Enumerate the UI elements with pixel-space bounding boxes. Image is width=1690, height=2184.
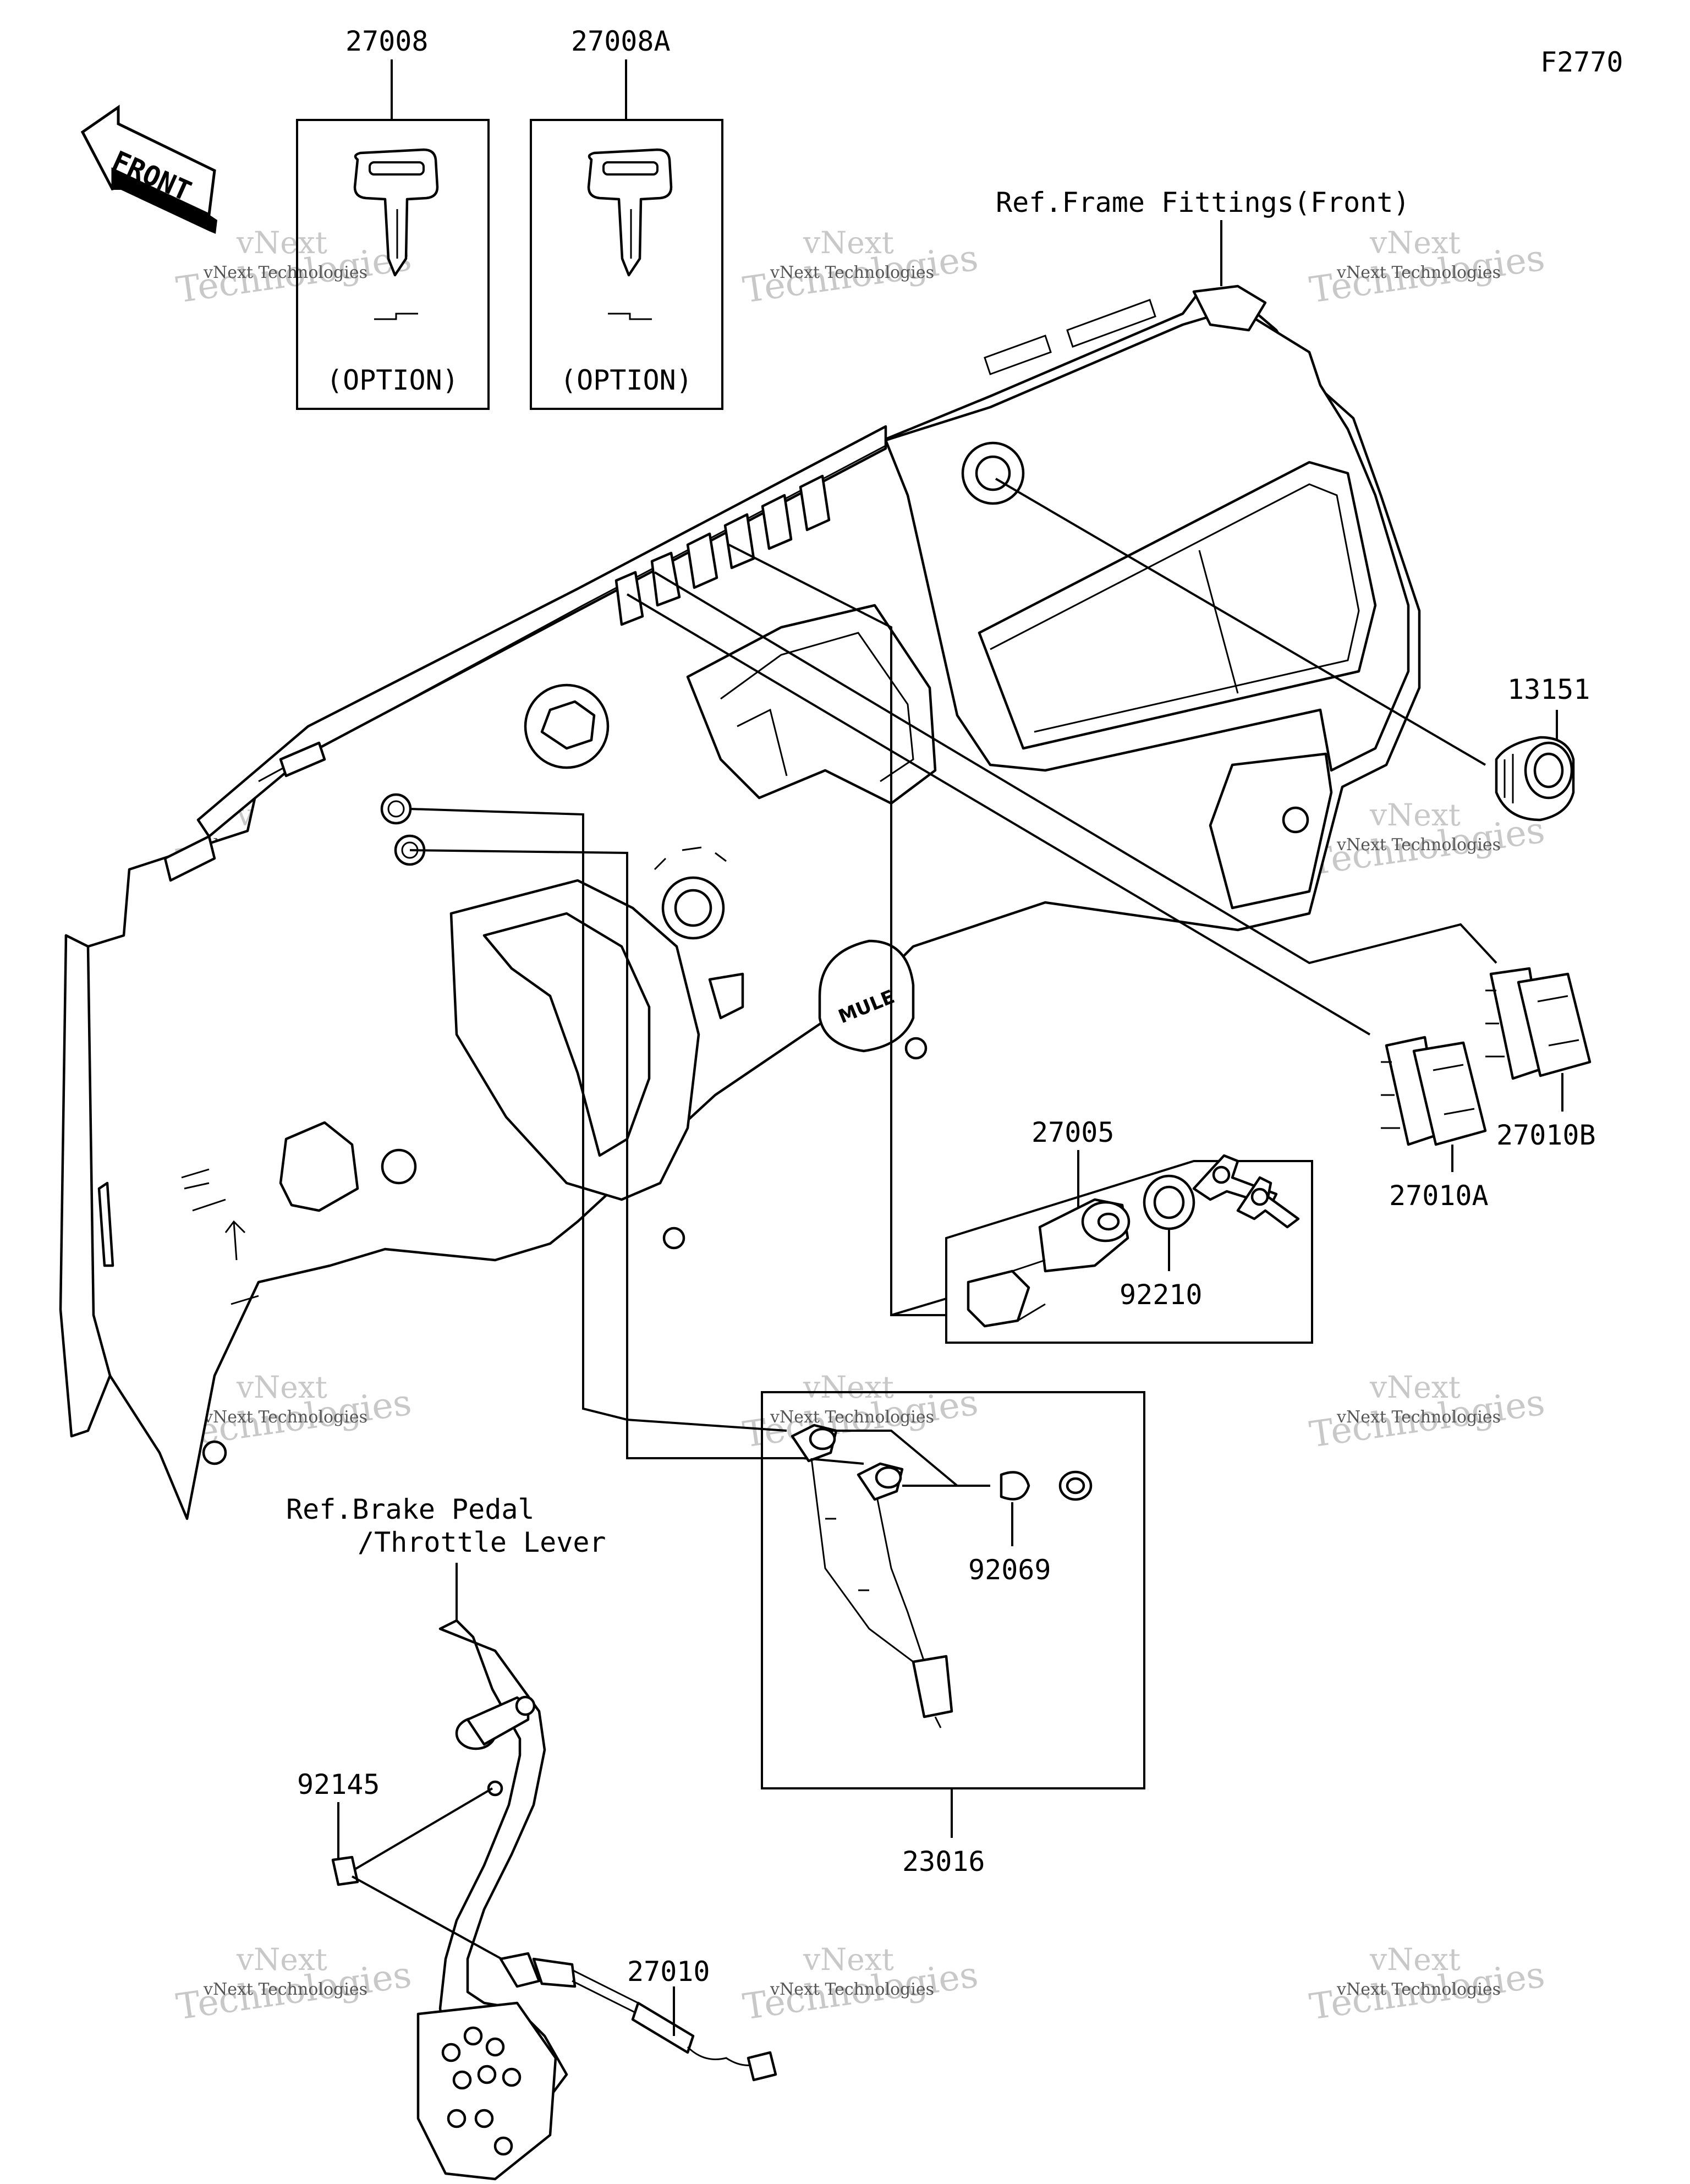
grommet-icon <box>1058 1470 1093 1501</box>
svg-text:vNext Technologies: vNext Technologies <box>1336 835 1501 855</box>
pedal-switch-icon <box>499 1952 777 2082</box>
ref-throttle-lever: /Throttle Lever <box>358 1526 606 1558</box>
callout-27010: 27010 <box>627 1956 710 1988</box>
callout-27010A: 27010A <box>1389 1180 1489 1212</box>
watermark: vNext Technologies vNext Technologies <box>740 225 980 311</box>
svg-text:vNext: vNext <box>1369 225 1461 260</box>
svg-text:vNext Technologies: vNext Technologies <box>203 263 367 282</box>
callout-23016: 23016 <box>902 1846 985 1878</box>
bulb-icon <box>902 1471 1030 1501</box>
svg-text:vNext Technologies: vNext Technologies <box>1336 1980 1501 1999</box>
svg-text:vNext Technologies: vNext Technologies <box>770 1408 934 1427</box>
part-27010A: 27010A <box>1381 1036 1489 1212</box>
svg-text:vNext: vNext <box>1369 797 1461 833</box>
watermark: vNext Technologies vNext Technologies <box>1307 1370 1547 1456</box>
key-icon <box>353 148 439 320</box>
ignition-switch-icon <box>967 1198 1131 1328</box>
callout-27008: 27008 <box>345 25 429 57</box>
option-box-27008A: 27008A (OPTION) <box>530 25 723 410</box>
brake-pedal-icon <box>416 1619 568 2181</box>
ref-brake-pedal: Ref.Brake Pedal <box>286 1493 535 1525</box>
svg-text:vNext: vNext <box>236 1942 327 1977</box>
part-23016: 92069 23016 <box>761 1391 1145 1878</box>
svg-text:vNext: vNext <box>1369 1942 1461 1977</box>
svg-text:vNext: vNext <box>803 1370 894 1405</box>
option-note: (OPTION) <box>326 364 459 396</box>
nut-icon <box>1143 1174 1195 1230</box>
svg-text:vNext Technologies: vNext Technologies <box>1336 263 1501 282</box>
part-27010B: 27010B <box>1485 967 1596 1151</box>
callout-92210: 92210 <box>1120 1279 1203 1311</box>
key-icon <box>587 148 673 320</box>
bulb-socket-icon <box>791 1424 953 1728</box>
svg-text:vNext Technologies: vNext Technologies <box>770 1980 934 1999</box>
svg-text:vNext: vNext <box>236 225 327 260</box>
svg-text:vNext Technologies: vNext Technologies <box>203 1408 367 1427</box>
callout-92069: 92069 <box>968 1554 1051 1586</box>
dashboard-panel: MULE <box>59 284 1421 1520</box>
rocker-switch-icon <box>1485 967 1592 1080</box>
pedal-pad-holes <box>441 2026 522 2156</box>
ref-frame-fittings: Ref.Frame Fittings(Front) <box>996 187 1410 218</box>
callout-13151: 13151 <box>1507 674 1590 705</box>
svg-text:vNext Technologies: vNext Technologies <box>203 1980 367 1999</box>
watermark: vNext Technologies vNext Technologies <box>740 1370 980 1456</box>
option-box-27008: 27008 (OPTION) <box>296 25 490 410</box>
watermark: vNext Technologies vNext Technologies <box>1307 1942 1547 2028</box>
svg-text:vNext: vNext <box>803 225 894 260</box>
rocker-switch-icon <box>1381 1036 1487 1146</box>
key-set-icon <box>1192 1154 1300 1229</box>
svg-text:vNext: vNext <box>803 1942 894 1977</box>
svg-text:vNext: vNext <box>1369 1370 1461 1405</box>
watermark: vNext Technologies vNext Technologies <box>740 1942 980 2028</box>
figure-code: F2770 <box>1540 46 1623 78</box>
leader-lines <box>409 478 1497 1465</box>
callout-92145: 92145 <box>297 1769 380 1800</box>
callout-27008A: 27008A <box>571 25 671 57</box>
part-13151: 13151 <box>1495 674 1590 822</box>
svg-text:vNext Technologies: vNext Technologies <box>1336 1408 1501 1427</box>
svg-text:vNext: vNext <box>236 1370 327 1405</box>
socket-icon <box>1495 736 1575 822</box>
watermark: vNext Technologies vNext Technologies <box>174 1942 414 2028</box>
watermark: vNext Technologies vNext Technologies <box>1307 225 1547 311</box>
callout-27010B: 27010B <box>1496 1119 1596 1151</box>
clip-icon <box>331 1855 359 1886</box>
option-note: (OPTION) <box>560 364 693 396</box>
watermark: vNext Technologies vNext Technologies <box>174 225 414 311</box>
brake-pedal-reference: Ref.Brake Pedal /Throttle Lever 92145 <box>286 1493 777 2181</box>
callout-27005: 27005 <box>1031 1116 1115 1148</box>
front-arrow-icon: FRONT <box>80 105 217 234</box>
mule-logo: MULE <box>818 939 915 1053</box>
part-27005: 27005 92210 <box>891 1116 1313 1344</box>
svg-text:vNext Technologies: vNext Technologies <box>770 263 934 282</box>
